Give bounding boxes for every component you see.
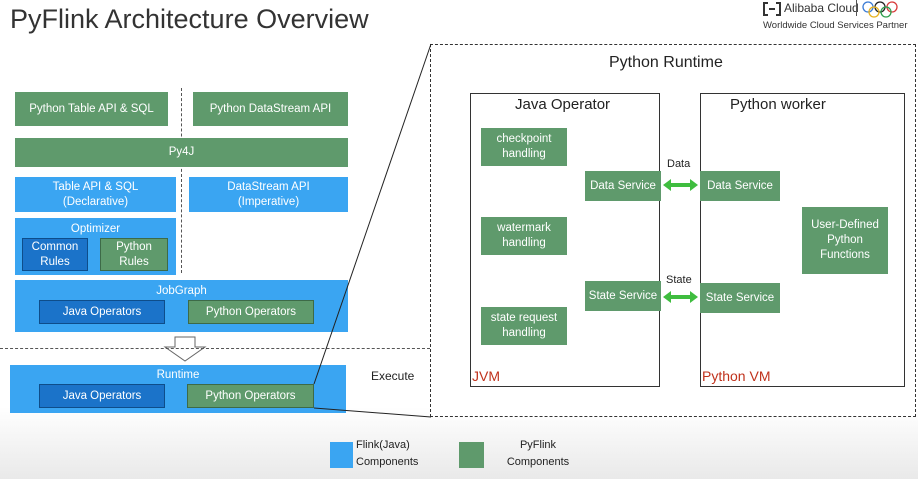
page-title: PyFlink Architecture Overview	[10, 4, 369, 34]
alibaba-cloud-logo: Alibaba Cloud Worldwide Cloud Services P…	[762, 0, 914, 34]
watermark-handling-box: watermark handling	[481, 217, 567, 255]
python-runtime-title: Python Runtime	[609, 54, 723, 71]
python-rules-sublabel: Rules	[119, 255, 149, 268]
data-double-arrow-icon	[663, 179, 698, 191]
jvm-label: JVM	[472, 368, 500, 384]
logo-tagline: Worldwide Cloud Services Partner	[763, 20, 908, 31]
api-separator-line	[181, 88, 182, 273]
java-data-service-box: Data Service	[585, 171, 661, 201]
udf-label-line2: Python	[827, 234, 863, 247]
data-arrow-label: Data	[667, 158, 691, 170]
jobgraph-python-operators-box: Python Operators	[188, 300, 314, 324]
runtime-python-operators-box: Python Operators	[187, 384, 314, 408]
table-api-sublabel: (Declarative)	[62, 195, 129, 208]
watermark-sublabel: handling	[502, 237, 546, 249]
python-worker-title: Python worker	[730, 96, 826, 113]
legend-pyflink-swatch	[459, 442, 484, 468]
execute-label: Execute	[371, 369, 415, 383]
execute-separator-line	[0, 348, 430, 349]
user-defined-functions-box: User-Defined Python Functions	[802, 207, 888, 274]
python-table-api-box: Python Table API & SQL	[15, 92, 168, 126]
legend-flink-line1: Flink(Java)	[356, 439, 410, 451]
jobgraph-label: JobGraph	[156, 285, 207, 297]
python-datastream-api-box: Python DataStream API	[193, 92, 348, 126]
python-vm-label: Python VM	[702, 368, 771, 384]
logo-brand: Alibaba Cloud	[784, 1, 859, 15]
py4j-box: Py4J	[15, 138, 348, 167]
datastream-api-box: DataStream API (Imperative)	[189, 177, 348, 212]
state-request-handling-box: state request handling	[481, 307, 567, 345]
jobgraph-java-operators-box: Java Operators	[39, 300, 165, 324]
legend-flink-line2: Components	[356, 455, 419, 468]
alibaba-cloud-icon	[763, 2, 781, 16]
checkpoint-handling-box: checkpoint handling	[481, 128, 567, 166]
watermark-label: watermark	[497, 222, 551, 235]
checkpoint-label: checkpoint	[496, 133, 552, 146]
python-data-service-box: Data Service	[700, 171, 780, 201]
table-api-sql-box: Table API & SQL (Declarative)	[15, 177, 176, 212]
udf-label-line3: Functions	[820, 248, 870, 261]
legend-pyflink-label: PyFlink Components	[498, 437, 578, 470]
java-operator-title: Java Operator	[515, 96, 611, 113]
table-api-label: Table API & SQL	[52, 180, 139, 193]
state-double-arrow-icon	[663, 291, 698, 303]
runtime-label: Runtime	[156, 369, 200, 381]
legend-pyflink-line2: Components	[506, 455, 570, 468]
legend-flink-label: Flink(Java) Components	[356, 437, 426, 470]
optimizer-label: Optimizer	[70, 223, 121, 235]
legend-pyflink-line1: PyFlink	[519, 439, 557, 451]
checkpoint-sublabel: handling	[502, 148, 546, 160]
olympic-rings-icon	[862, 1, 898, 18]
common-rules-sublabel: Rules	[40, 255, 70, 268]
common-rules-box: Common Rules	[22, 238, 88, 271]
down-arrow-icon	[163, 336, 207, 362]
runtime-java-operators-box: Java Operators	[39, 384, 165, 408]
udf-label-line1: User-Defined	[811, 219, 879, 232]
state-arrow-label: State	[666, 274, 692, 286]
legend-flink-swatch	[330, 442, 353, 468]
python-rules-box: Python Rules	[100, 238, 168, 271]
state-request-label: state request	[490, 312, 558, 325]
datastream-api-label: DataStream API	[227, 180, 310, 193]
logo-divider	[856, 0, 857, 16]
java-state-service-box: State Service	[585, 281, 661, 311]
datastream-api-sublabel: (Imperative)	[237, 195, 300, 208]
python-state-service-box: State Service	[700, 283, 780, 313]
python-rules-label: Python	[116, 240, 152, 253]
state-request-sublabel: handling	[502, 327, 546, 339]
common-rules-label: Common	[31, 240, 79, 253]
